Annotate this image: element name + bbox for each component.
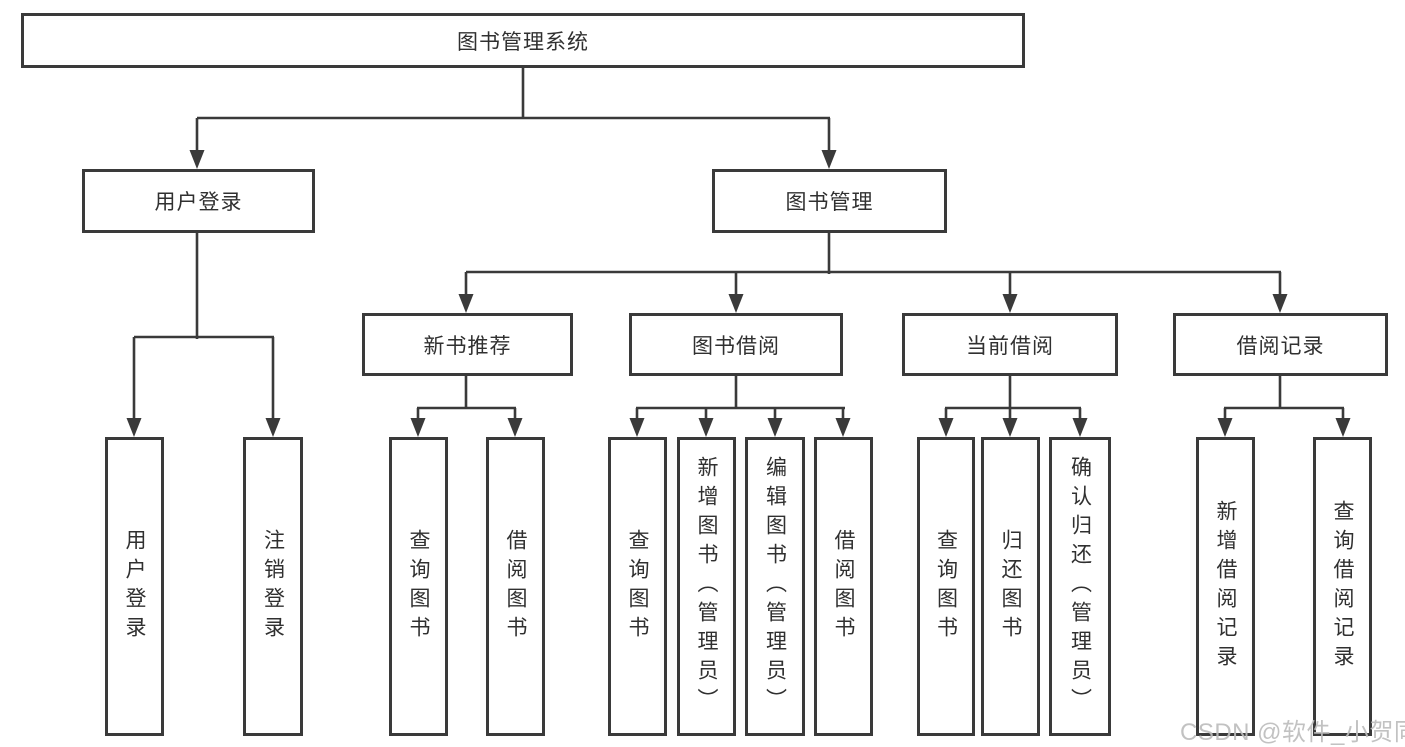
node-user-login-module: 用户登录	[82, 169, 315, 233]
node-label: 当前借阅	[966, 334, 1054, 358]
leaf-label: 查询图书	[407, 528, 430, 645]
node-current-borrowing: 当前借阅	[902, 313, 1118, 376]
node-label: 借阅记录	[1236, 334, 1325, 358]
leaf-confirm-return-admin: 确认归还（管理员）	[1049, 437, 1111, 736]
leaf-query-books-current: 查询图书	[917, 437, 975, 736]
leaf-label: 注销登录	[261, 528, 285, 645]
node-library-management-system: 图书管理系统	[21, 13, 1025, 68]
leaf-query-books-recommend: 查询图书	[389, 437, 448, 736]
node-borrowing-records: 借阅记录	[1173, 313, 1388, 376]
node-label: 用户登录	[154, 191, 243, 214]
leaf-label: 查询图书	[934, 528, 958, 645]
node-book-borrowing: 图书借阅	[629, 313, 843, 376]
leaf-label: 用户登录	[123, 528, 146, 645]
node-label: 图书管理	[785, 191, 874, 214]
leaf-label: 新增图书（管理员）	[695, 456, 718, 717]
node-new-book-recommendation: 新书推荐	[362, 313, 573, 376]
leaf-add-books-admin: 新增图书（管理员）	[677, 437, 736, 736]
node-label: 图书管理系统	[457, 30, 589, 54]
leaf-label: 归还图书	[999, 528, 1022, 645]
leaf-label: 查询图书	[626, 528, 649, 645]
leaf-borrow-books-recommend: 借阅图书	[486, 437, 545, 736]
leaf-query-borrow-record: 查询借阅记录	[1313, 437, 1372, 736]
leaf-label: 新增借阅记录	[1214, 499, 1237, 674]
leaf-label: 查询借阅记录	[1331, 499, 1354, 674]
leaf-return-books: 归还图书	[981, 437, 1040, 736]
leaf-borrow-books: 借阅图书	[814, 437, 873, 736]
node-label: 图书借阅	[692, 334, 780, 358]
csdn-watermark: CSDN @软件_小贺同学	[1180, 719, 1405, 746]
leaf-query-books-borrow: 查询图书	[608, 437, 667, 736]
leaf-label: 借阅图书	[832, 528, 855, 645]
leaf-logout: 注销登录	[243, 437, 303, 736]
node-book-management: 图书管理	[712, 169, 947, 233]
leaf-add-borrow-record: 新增借阅记录	[1196, 437, 1255, 736]
leaf-label: 确认归还（管理员）	[1068, 456, 1092, 717]
node-label: 新书推荐	[423, 334, 512, 358]
leaf-label: 借阅图书	[504, 528, 527, 645]
leaf-user-login: 用户登录	[105, 437, 164, 736]
leaf-label: 编辑图书（管理员）	[763, 456, 787, 717]
leaf-edit-books-admin: 编辑图书（管理员）	[745, 437, 805, 736]
